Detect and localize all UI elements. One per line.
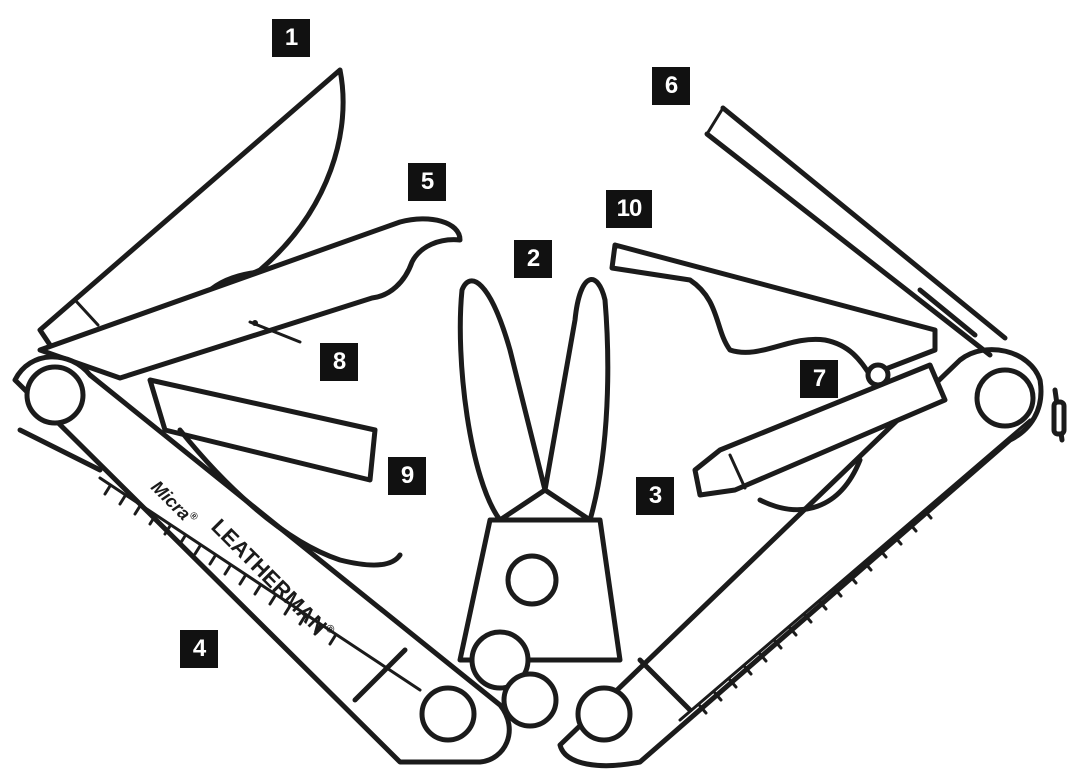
screwdriver-tool bbox=[692, 362, 948, 513]
left-handle-ruler-ticks bbox=[103, 484, 337, 646]
callout-2: 2 bbox=[514, 240, 552, 278]
callout-8: 8 bbox=[320, 343, 358, 381]
nail-file-tool bbox=[609, 242, 938, 388]
right-handle bbox=[557, 347, 1067, 769]
left-flat-tool bbox=[147, 377, 403, 568]
callout-4: 4 bbox=[180, 630, 218, 668]
tweezers-tool bbox=[704, 105, 1008, 358]
callout-9: 9 bbox=[388, 457, 426, 495]
callout-6: 6 bbox=[652, 67, 690, 105]
right-handle-ruler-ticks bbox=[698, 509, 933, 715]
bottle-opener-tool bbox=[37, 216, 463, 381]
left-handle: LEATHERMAN® Micra® bbox=[12, 354, 512, 765]
callout-3: 3 bbox=[636, 477, 674, 515]
callout-1: 1 bbox=[272, 19, 310, 57]
callout-5: 5 bbox=[408, 163, 446, 201]
callout-10: 10 bbox=[606, 190, 652, 228]
scissors bbox=[457, 277, 623, 729]
callout-7: 7 bbox=[800, 360, 838, 398]
